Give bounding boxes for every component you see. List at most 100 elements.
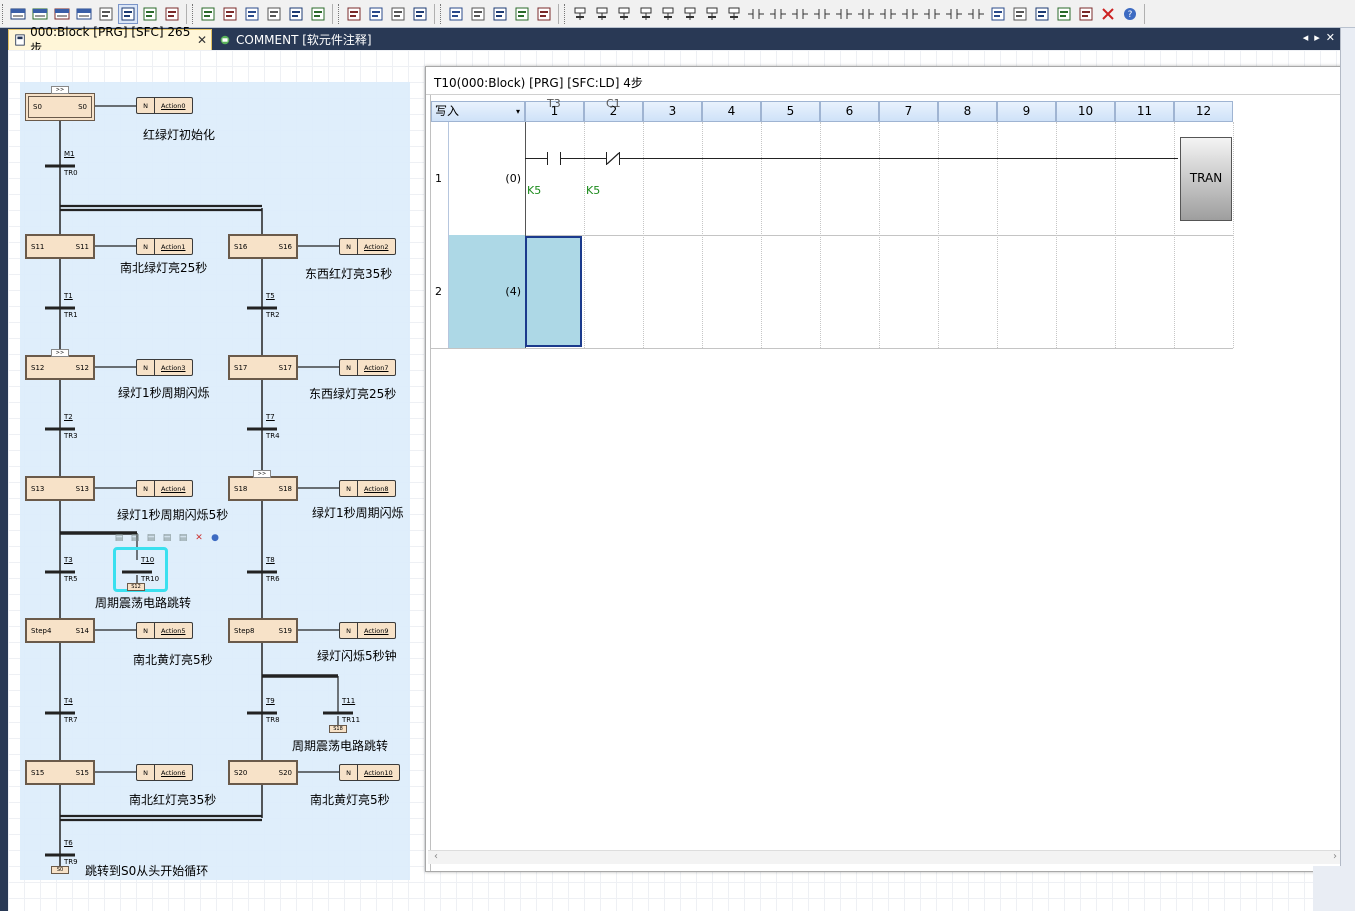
close-icon[interactable]: ✕ bbox=[196, 33, 207, 47]
toolbar-grip[interactable] bbox=[440, 3, 443, 24]
jump-icon[interactable] bbox=[636, 4, 656, 24]
simultaneous-branch-icon[interactable] bbox=[680, 4, 700, 24]
delete-icon[interactable] bbox=[1098, 4, 1118, 24]
scroll-left-icon[interactable]: ‹ bbox=[434, 851, 438, 862]
transition-condition[interactable]: T5 bbox=[266, 292, 275, 300]
tab-scroll-arrows[interactable]: ◂▸✕ bbox=[1302, 31, 1341, 44]
scroll-right-icon[interactable]: › bbox=[1333, 851, 1337, 862]
transition-icon[interactable] bbox=[614, 4, 634, 24]
dev-icon[interactable] bbox=[74, 4, 94, 24]
eye-icon[interactable] bbox=[286, 4, 306, 24]
row-header[interactable]: 1 bbox=[431, 122, 449, 235]
toolbar-grip[interactable] bbox=[2, 3, 5, 24]
branch-icon[interactable]: ▤ bbox=[162, 533, 172, 543]
tab-comment[interactable]: COMMENT [软元件注释] bbox=[214, 29, 384, 50]
toolbar-grip[interactable] bbox=[338, 3, 341, 24]
convergence-icon[interactable] bbox=[724, 4, 744, 24]
transition-condition[interactable]: M1 bbox=[64, 150, 75, 158]
zoom-in-icon[interactable] bbox=[366, 4, 386, 24]
step-new-icon[interactable]: ▤ bbox=[130, 533, 140, 543]
contact-nc-icon[interactable] bbox=[768, 4, 788, 24]
transition-condition[interactable]: T7 bbox=[266, 413, 275, 421]
tab-sfc-block[interactable]: 000:Block [PRG] [SFC] 265步 ✕ bbox=[8, 25, 212, 55]
dev-icon[interactable] bbox=[8, 4, 28, 24]
step-new-icon[interactable] bbox=[592, 4, 612, 24]
zoom-fit-icon[interactable] bbox=[410, 4, 430, 24]
search-device-icon[interactable] bbox=[118, 3, 138, 24]
ladder-cursor-cell[interactable] bbox=[525, 236, 582, 347]
contact-icon[interactable] bbox=[944, 4, 964, 24]
func-block-icon[interactable] bbox=[988, 4, 1008, 24]
transition-condition[interactable]: T3 bbox=[64, 556, 73, 564]
watch-icon[interactable] bbox=[308, 4, 328, 24]
toolbar-grip[interactable] bbox=[192, 3, 195, 24]
tran-output-block[interactable]: TRAN bbox=[1180, 137, 1232, 221]
contact-nc-icon[interactable] bbox=[606, 152, 620, 165]
rung-icon[interactable] bbox=[1032, 4, 1052, 24]
contact-icon[interactable] bbox=[900, 4, 920, 24]
write-icon[interactable] bbox=[198, 4, 218, 24]
cascade-icon[interactable] bbox=[512, 4, 532, 24]
contact-no-icon[interactable] bbox=[746, 4, 766, 24]
jump-target[interactable]: S0 bbox=[51, 866, 69, 874]
chevron-down-icon[interactable]: ▾ bbox=[515, 107, 520, 116]
help-icon[interactable]: ● bbox=[211, 533, 219, 543]
split-icon[interactable] bbox=[468, 4, 488, 24]
jump-icon[interactable]: ▤ bbox=[146, 533, 156, 543]
inst-icon[interactable] bbox=[1010, 4, 1030, 24]
flow-icon[interactable] bbox=[534, 4, 554, 24]
jump-target[interactable]: S12 bbox=[127, 583, 145, 591]
contact-icon[interactable] bbox=[856, 4, 876, 24]
contact-icon[interactable] bbox=[812, 4, 832, 24]
grid-icon[interactable] bbox=[96, 4, 116, 24]
dev-icon[interactable] bbox=[30, 4, 50, 24]
monitor-icon[interactable] bbox=[242, 4, 262, 24]
transition-condition[interactable]: T8 bbox=[266, 556, 275, 564]
contact-icon[interactable] bbox=[834, 4, 854, 24]
zoom-icon[interactable] bbox=[344, 4, 364, 24]
window-icon[interactable] bbox=[446, 4, 466, 24]
list-icon[interactable] bbox=[162, 4, 182, 24]
jump-target[interactable]: S18 bbox=[329, 725, 347, 733]
contact-icon[interactable] bbox=[966, 4, 986, 24]
write-check-icon[interactable] bbox=[264, 4, 284, 24]
contact-icon[interactable] bbox=[878, 4, 898, 24]
dev-icon[interactable] bbox=[52, 4, 72, 24]
zoom-out-icon[interactable] bbox=[388, 4, 408, 24]
vertical-scrollbar[interactable] bbox=[1313, 866, 1341, 911]
delete-icon[interactable]: ✕ bbox=[195, 533, 203, 543]
edit-icon[interactable] bbox=[220, 4, 240, 24]
ladder-mode-selector[interactable]: 写入▾ bbox=[431, 101, 525, 122]
transition-condition[interactable]: T6 bbox=[64, 839, 73, 847]
horizontal-scrollbar[interactable]: ‹ › bbox=[428, 850, 1343, 864]
transition-condition[interactable]: T10 bbox=[141, 556, 155, 564]
right-side-panel[interactable] bbox=[1340, 28, 1355, 911]
find-replace-icon[interactable] bbox=[140, 4, 160, 24]
toolbar-grip[interactable] bbox=[564, 3, 567, 24]
help-icon[interactable]: ? bbox=[1120, 4, 1140, 24]
step-icon[interactable] bbox=[570, 4, 590, 24]
divergence-icon[interactable] bbox=[702, 4, 722, 24]
transition-condition[interactable]: T9 bbox=[266, 697, 275, 705]
step-icon[interactable]: ▤ bbox=[114, 533, 124, 543]
